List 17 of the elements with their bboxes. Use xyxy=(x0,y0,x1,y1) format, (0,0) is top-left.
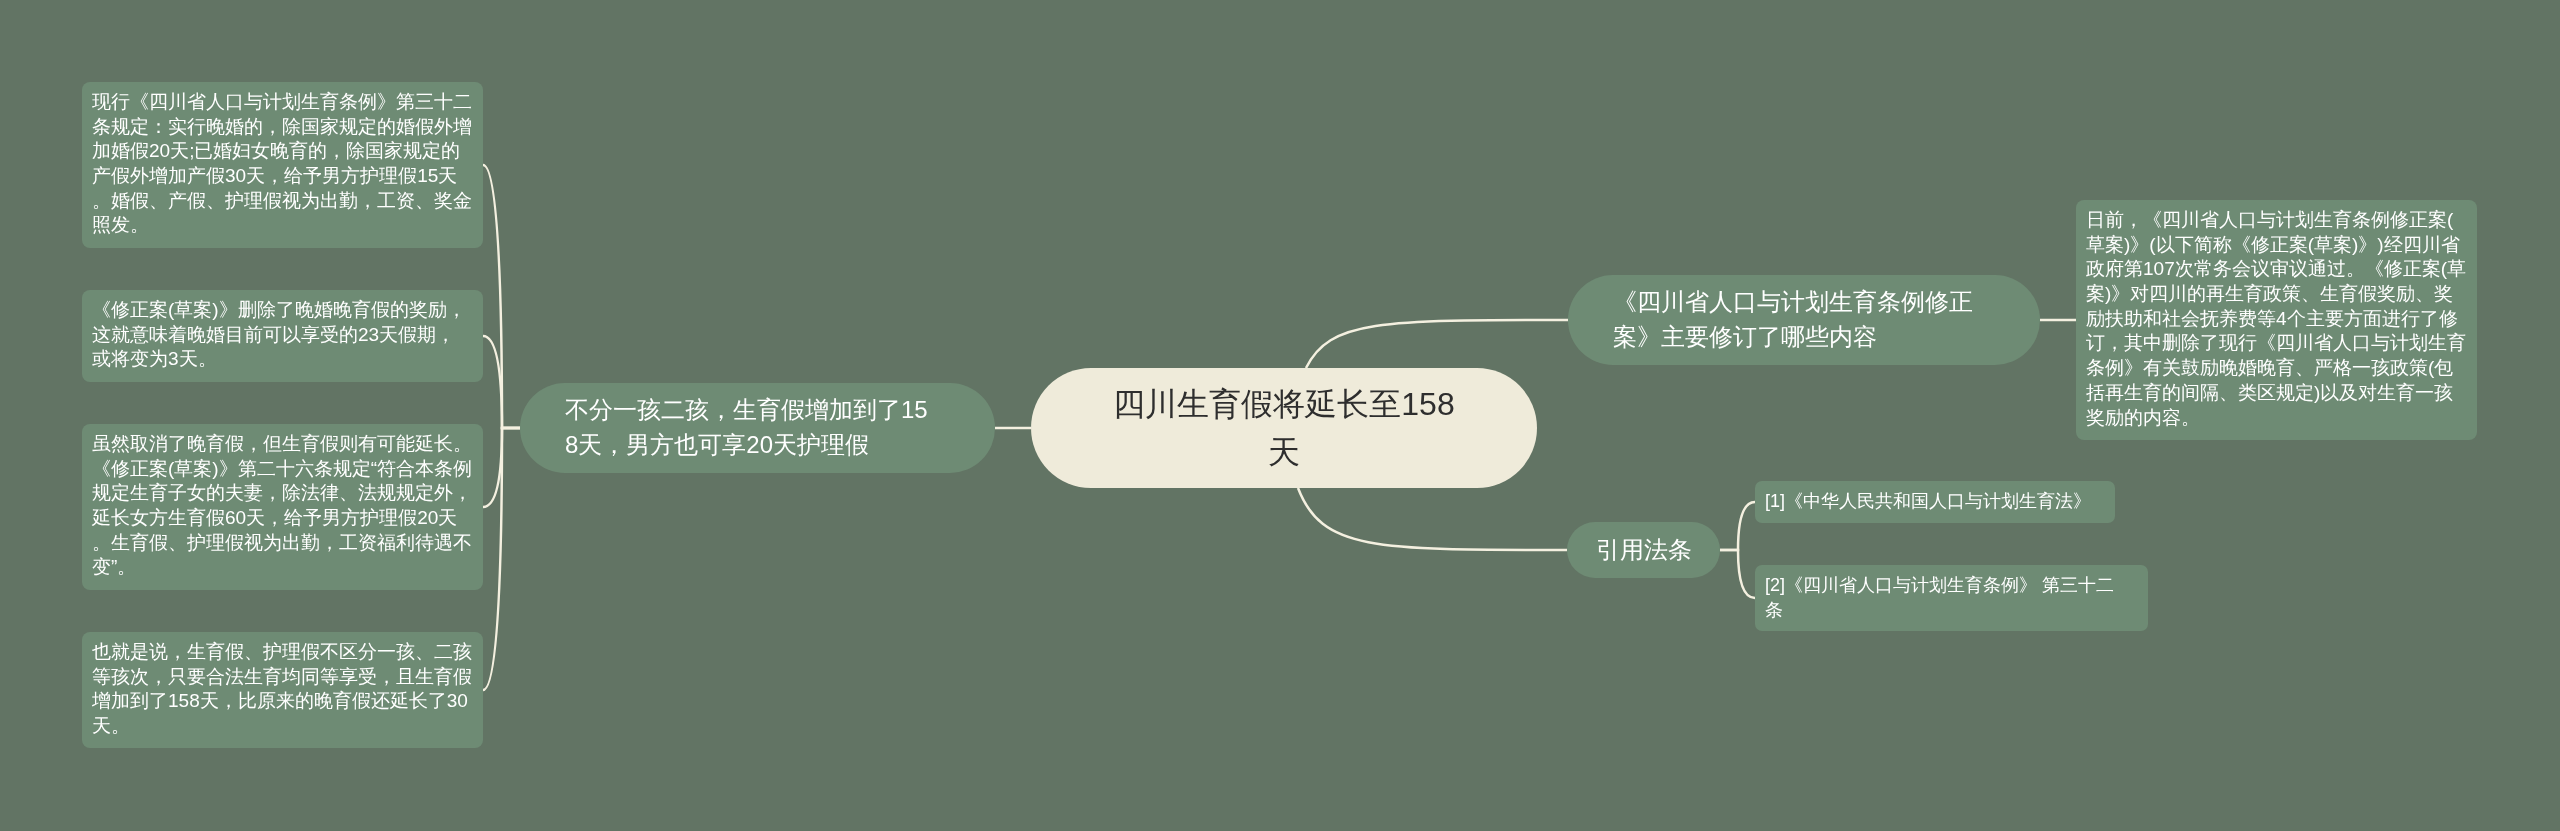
branch-line xyxy=(1720,548,1756,600)
branch-line xyxy=(1296,487,1567,552)
branch-line xyxy=(2040,318,2076,322)
branch-line xyxy=(995,426,1031,430)
citation-card: [2]《四川省人口与计划生育条例》 第三十二条 xyxy=(1755,565,2148,631)
note-card: 日前，《四川省人口与计划生育条例修正案(草案)》(以下简称《修正案(草案)》)经四川省政府第107次常务会议审议通过。《修正案(草案)》对四川的再生育政策、生育假奖励、奖励扶助和社会抚养费等4个主要方面进行了修订，其中删除了现行《四川省人口与计划生育条例》有关鼓励晚婚晚育、严格一孩政策(包括再生育的间隔、类区规定)以及对生育一孩奖励的内容。 xyxy=(2076,200,2477,440)
note-card: 也就是说，生育假、护理假不区分一孩、二孩等孩次，只要合法生育均同等享受，且生育假增加到了158天，比原来的晚育假还延长了30天。 xyxy=(82,632,483,748)
note-card: 虽然取消了晚育假，但生育假则有可能延长。《修正案(草案)》第二十六条规定“符合本条例规定生育子女的夫妻，除法律、法规规定外，延长女方生育假60天，给予男方护理假20天。生育假、护理假视为出勤，工资福利待遇不变”。 xyxy=(82,424,483,590)
note-card: 现行《四川省人口与计划生育条例》第三十二条规定：实行晚婚的，除国家规定的婚假外增加婚假20天;已婚妇女晚育的，除国家规定的产假外增加产假30天，给予男方护理假15天。婚假、产假、护理假视为出勤，工资、奖金照发。 xyxy=(82,82,483,248)
branch-line xyxy=(482,426,520,692)
note-card: 《修正案(草案)》删除了晚婚晚育假的奖励，这就意味着晚婚目前可以享受的23天假期，或将变为3天。 xyxy=(82,290,483,382)
topic-pill: 《四川省人口与计划生育条例修正案》主要修订了哪些内容 xyxy=(1568,275,2040,365)
citation-card: [1]《中华人民共和国人口与计划生育法》 xyxy=(1755,481,2115,523)
topic-pill: 不分一孩二孩，生育假增加到了158天，男方也可享20天护理假 xyxy=(520,383,995,473)
branch-line xyxy=(1304,318,1568,369)
central-topic-pill: 四川生育假将延长至158天 xyxy=(1031,368,1537,488)
topic-pill: 引用法条 xyxy=(1567,522,1720,578)
